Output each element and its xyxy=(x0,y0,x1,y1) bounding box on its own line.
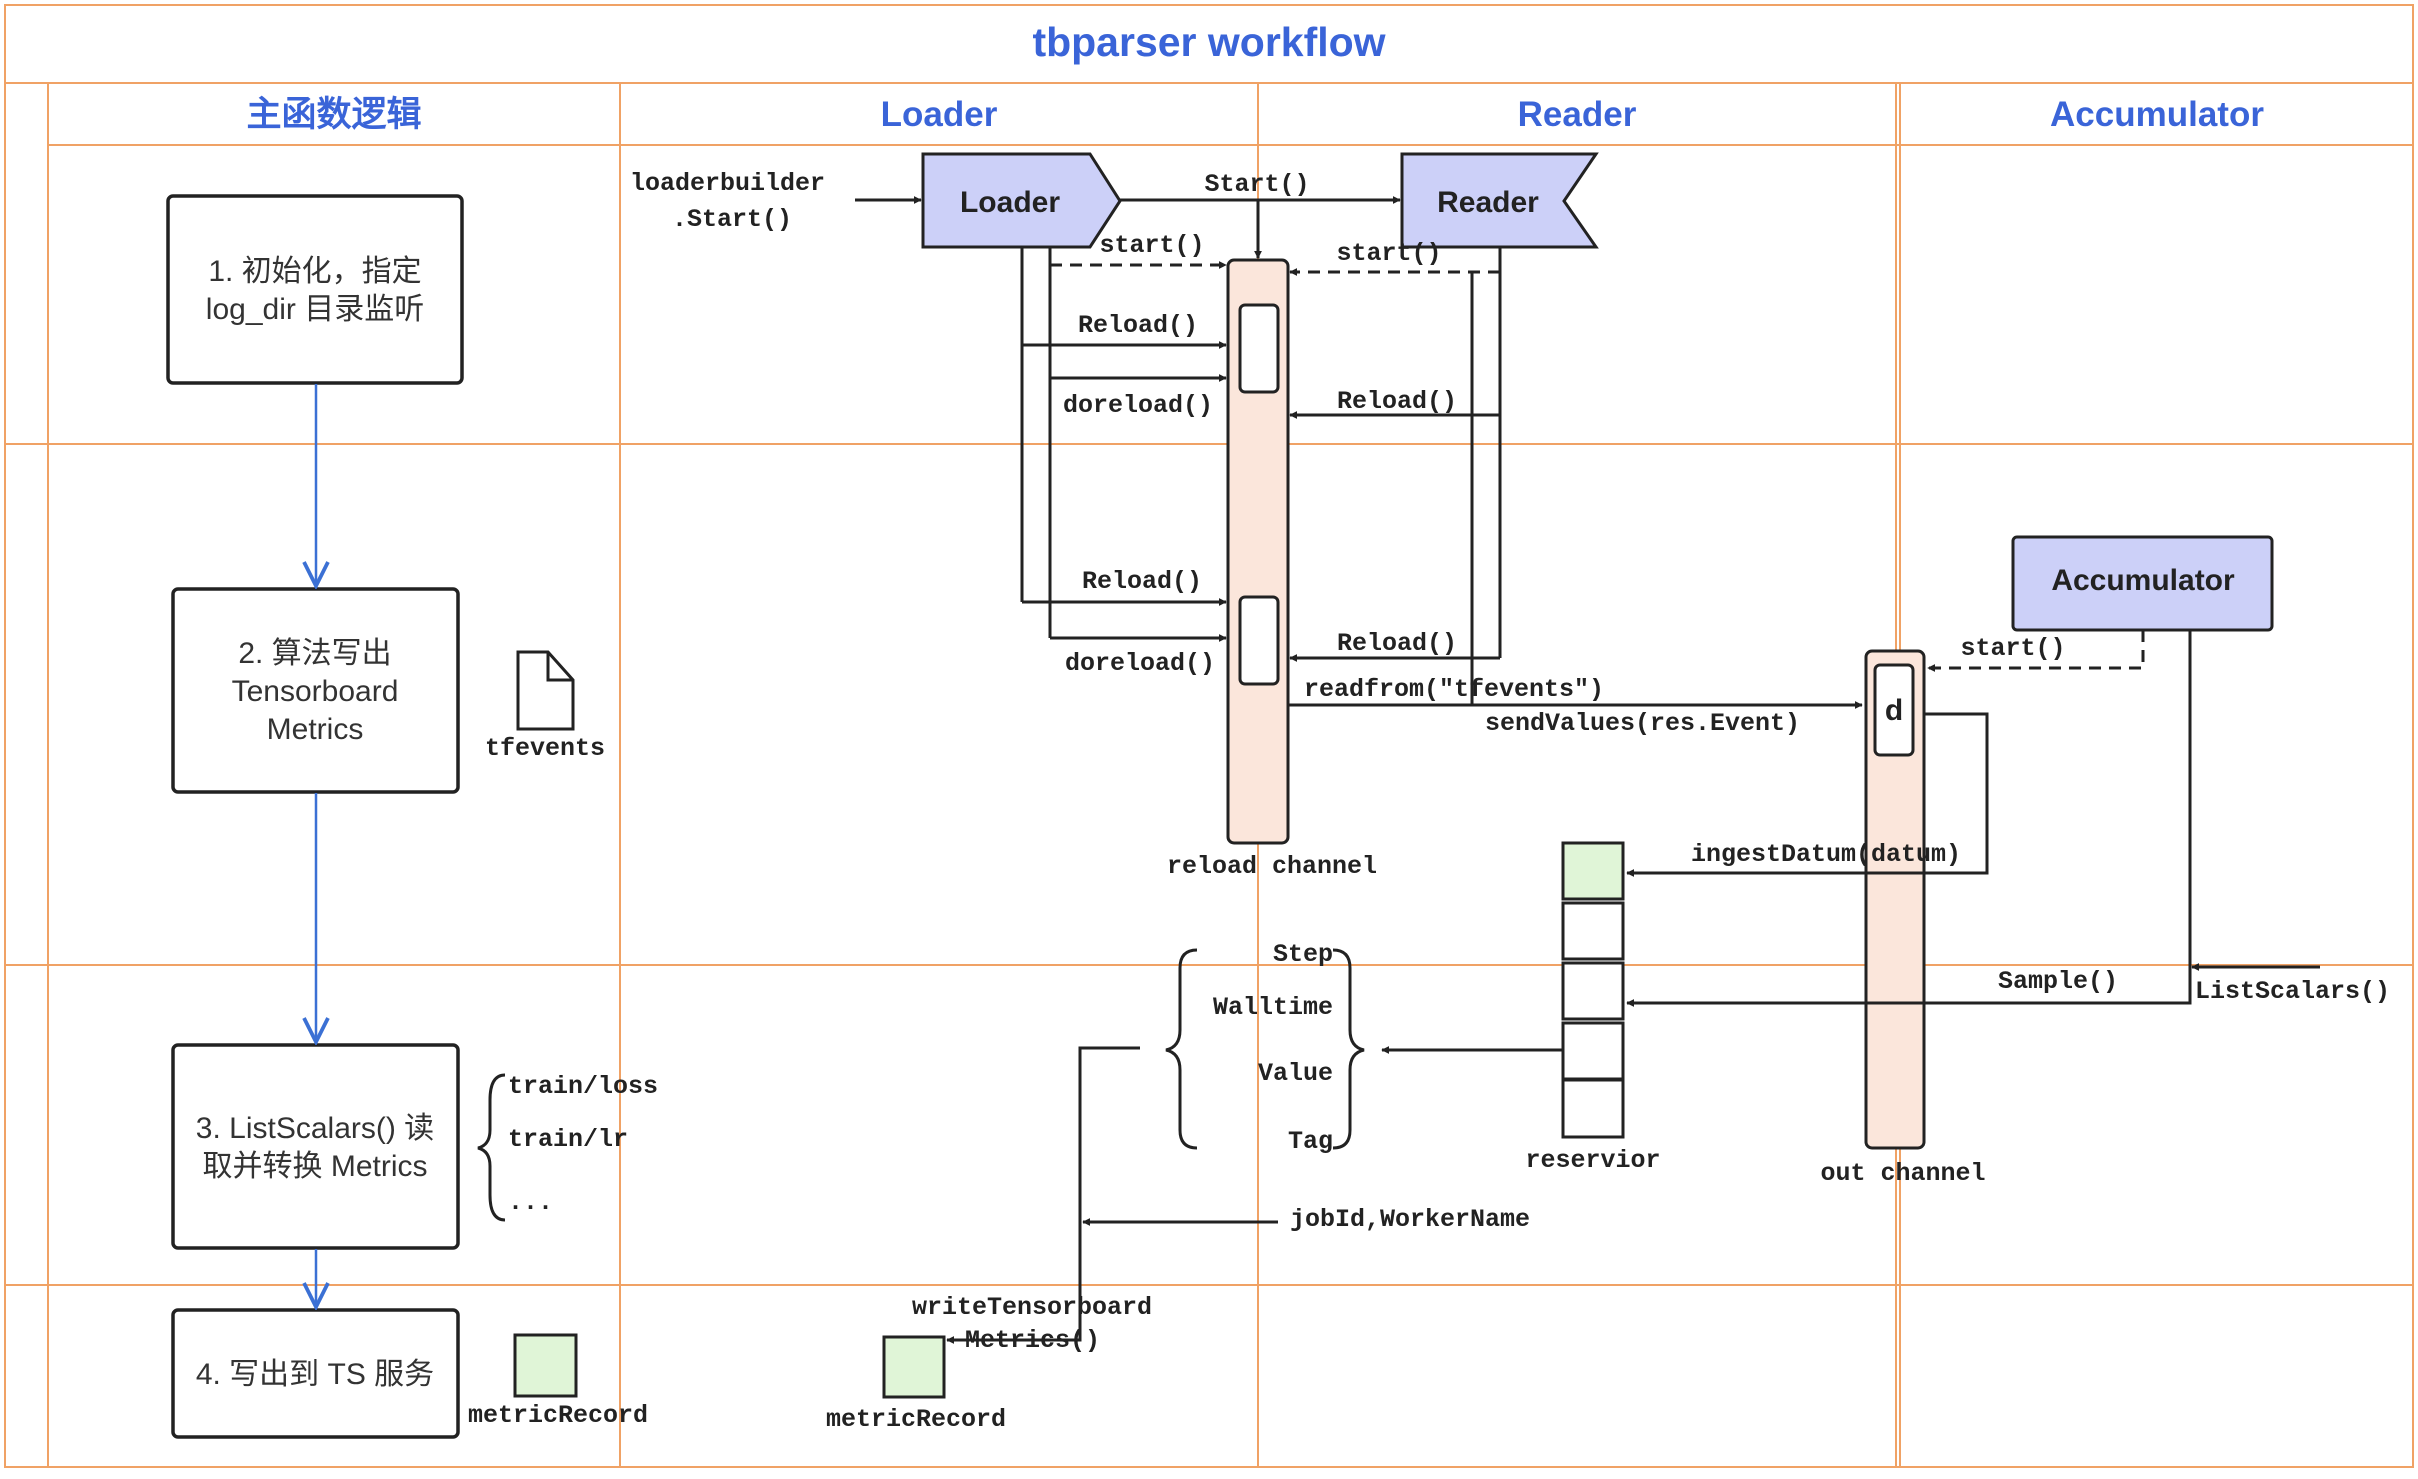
listscalars-label: ListScalars() xyxy=(2195,977,2390,1006)
loaderbuilder-label-2: .Start() xyxy=(672,205,792,234)
lane-header-reader: Reader xyxy=(1518,95,1637,134)
accumulator-actor-label: Accumulator xyxy=(2051,564,2235,597)
out-channel xyxy=(1864,649,1926,1150)
step-3-line-2: 取并转换 Metrics xyxy=(203,1150,428,1183)
readfrom-label: readfrom("tfevents") xyxy=(1304,675,1604,704)
out-item xyxy=(1873,663,1915,757)
write-label-2: Metrics() xyxy=(965,1326,1100,1355)
loader-actor-label: Loader xyxy=(960,186,1060,219)
step-1-line-2: log_dir 目录监听 xyxy=(206,293,424,326)
sendvalues-label: sendValues(res.Event) xyxy=(1485,709,1800,738)
reservior-label: reservior xyxy=(1525,1146,1660,1175)
field-step: Step xyxy=(1273,940,1333,969)
loader-start-label: start() xyxy=(1099,231,1204,260)
metric-ellipsis: ... xyxy=(508,1188,553,1217)
reload-label-2: Reload() xyxy=(1082,567,1202,596)
fields-brace-right xyxy=(1332,948,1365,1150)
step-3-line-1: 3. ListScalars() 读 xyxy=(196,1112,434,1145)
diagram-title: tbparser workflow xyxy=(1032,19,1385,65)
reader-actor: Reader xyxy=(1400,152,1599,249)
step-1-box: 1. 初始化，指定 log_dir 目录监听 xyxy=(166,194,464,385)
step-2-line-2: Tensorboard xyxy=(232,675,399,708)
reservior-stack xyxy=(1561,841,1625,1139)
reader-reload-label-1: Reload() xyxy=(1337,387,1457,416)
fields-brace-left xyxy=(1165,948,1198,1150)
metric-record-label-1: metricRecord xyxy=(468,1401,648,1430)
loaderbuilder-label-1: loaderbuilder xyxy=(630,169,825,198)
sample-label: Sample() xyxy=(1998,967,2118,996)
reload-activation-2 xyxy=(1238,595,1280,686)
out-channel-label: out channel xyxy=(1820,1159,1985,1188)
metrics-brace xyxy=(477,1073,506,1222)
step-4-box: 4. 写出到 TS 服务 xyxy=(171,1308,460,1439)
ingest-arrow xyxy=(1626,712,1989,877)
field-walltime: Walltime xyxy=(1213,993,1333,1022)
step-2-line-1: 2. 算法写出 xyxy=(238,637,391,670)
lane-header-main: 主函数逻辑 xyxy=(246,95,421,134)
doreload-label-2: doreload() xyxy=(1065,649,1215,678)
reload-channel xyxy=(1226,258,1290,845)
field-tag: Tag xyxy=(1288,1127,1333,1156)
reader-reload-label-2: Reload() xyxy=(1337,629,1457,658)
acc-start-label: start() xyxy=(1960,634,2065,663)
metric-train-loss: train/loss xyxy=(508,1072,658,1101)
jobid-label: jobId,WorkerName xyxy=(1290,1205,1530,1234)
metric-record-label-2: metricRecord xyxy=(826,1405,1006,1434)
step-4-line-1: 4. 写出到 TS 服务 xyxy=(196,1358,434,1391)
doreload-label-1: doreload() xyxy=(1063,391,1213,420)
out-item-label: d xyxy=(1885,694,1903,727)
reload-label-1: Reload() xyxy=(1078,311,1198,340)
metric-record-box-2 xyxy=(882,1335,946,1399)
reload-activation-1 xyxy=(1238,303,1280,394)
start-main-label: Start() xyxy=(1204,170,1309,199)
metric-train-lr: train/lr xyxy=(508,1125,628,1154)
reader-start-label: start() xyxy=(1336,239,1441,268)
field-value: Value xyxy=(1258,1059,1333,1088)
sample-arrow xyxy=(1626,630,2192,1007)
step-1-line-1: 1. 初始化，指定 xyxy=(208,255,421,288)
lane-header-accumulator: Accumulator xyxy=(2050,95,2264,134)
step-2-line-3: Metrics xyxy=(267,713,364,746)
reload-channel-label: reload channel xyxy=(1167,852,1377,881)
reader-actor-label: Reader xyxy=(1437,186,1539,219)
step-3-box: 3. ListScalars() 读 取并转换 Metrics xyxy=(171,1043,460,1250)
write-label-1: writeTensorboard xyxy=(912,1293,1152,1322)
loader-actor: Loader xyxy=(921,152,1122,249)
lane-header-loader: Loader xyxy=(881,95,998,134)
tfevents-label: tfevents xyxy=(485,734,605,763)
ingest-label: ingestDatum(datum) xyxy=(1691,840,1961,869)
acc-start-arrow xyxy=(1927,630,2145,672)
metric-record-box xyxy=(513,1333,578,1398)
file-icon xyxy=(516,650,575,731)
step-2-box: 2. 算法写出 Tensorboard Metrics xyxy=(171,587,460,794)
fields-to-write-arrow xyxy=(946,1046,1140,1344)
